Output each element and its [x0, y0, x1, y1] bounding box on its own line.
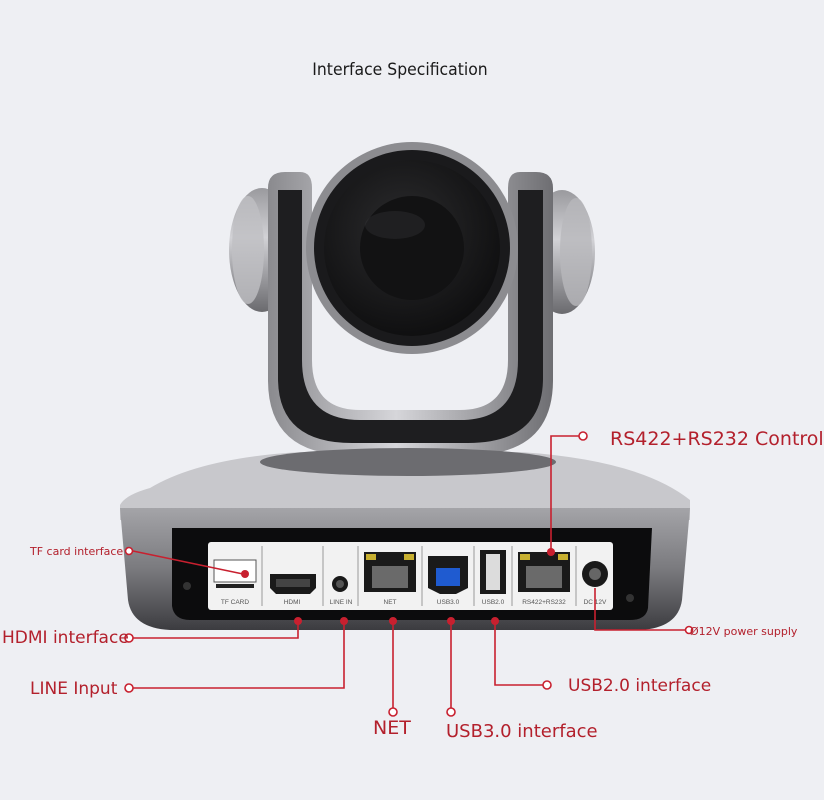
- callout-label-rs-control: RS422+RS232 Control: [610, 428, 824, 450]
- callout-dot-net: [388, 707, 398, 717]
- callout-line-line: [131, 621, 345, 689]
- callout-label-usb3: USB3.0 interface: [446, 721, 598, 742]
- port-label-hdmi: HDMI: [284, 599, 301, 606]
- callout-line-usb2: [494, 621, 544, 686]
- camera-head: [306, 142, 518, 354]
- port-label-rs: RS422+RS232: [522, 599, 566, 606]
- callout-label-hdmi: HDMI interface: [2, 628, 129, 648]
- diagram-title: Interface Specification: [312, 60, 488, 80]
- callout-dot-usb3: [446, 707, 456, 717]
- port-label-line-in: LINE IN: [330, 599, 353, 606]
- port-label-usb2: USB2.0: [482, 599, 505, 606]
- port-dot-tf: [241, 570, 249, 578]
- port-label-tf-card: TF CARD: [221, 599, 249, 606]
- callout-dot-line: [124, 683, 134, 693]
- callout-dot-hdmi: [124, 633, 134, 643]
- callout-dot-rs: [578, 431, 588, 441]
- port-markers: [241, 548, 555, 625]
- usb2-port: [480, 550, 506, 594]
- callout-label-tf-card: TF card interface: [30, 545, 124, 558]
- callout-label-usb2: USB2.0 interface: [568, 676, 712, 696]
- callout-label-line: LINE Input: [30, 679, 118, 699]
- callout-label-net: NET: [373, 717, 411, 739]
- callout-markers: [124, 431, 694, 717]
- hdmi-port: [270, 574, 316, 594]
- callout-line-power: [594, 588, 686, 631]
- port-dot-usb3: [447, 617, 455, 625]
- callout-line-tf: [132, 550, 244, 575]
- callout-label-power: Ø12V power supply: [690, 625, 798, 638]
- callout-dot-tf: [124, 546, 134, 556]
- callout-lines: [131, 435, 686, 709]
- port-dot-hdmi: [294, 617, 302, 625]
- port-label-usb3: USB3.0: [437, 599, 460, 606]
- port-dot-line: [340, 617, 348, 625]
- camera-diagram: TF CARD HDMI LINE IN NET USB3.0 USB2.0 R…: [120, 142, 694, 717]
- rs-port: [518, 552, 570, 592]
- usb3-port: [428, 556, 468, 594]
- port-dot-rs: [547, 548, 555, 556]
- line-in-jack: [332, 576, 348, 592]
- callout-dot-usb2: [542, 680, 552, 690]
- callout-dot-power: [684, 625, 694, 635]
- port-dot-net: [389, 617, 397, 625]
- port-label-net: NET: [384, 599, 397, 606]
- dc-jack: [582, 561, 608, 587]
- port-dot-usb2: [491, 617, 499, 625]
- net-port: [364, 552, 416, 592]
- callout-line-hdmi: [131, 621, 299, 639]
- callout-line-rs: [550, 435, 579, 552]
